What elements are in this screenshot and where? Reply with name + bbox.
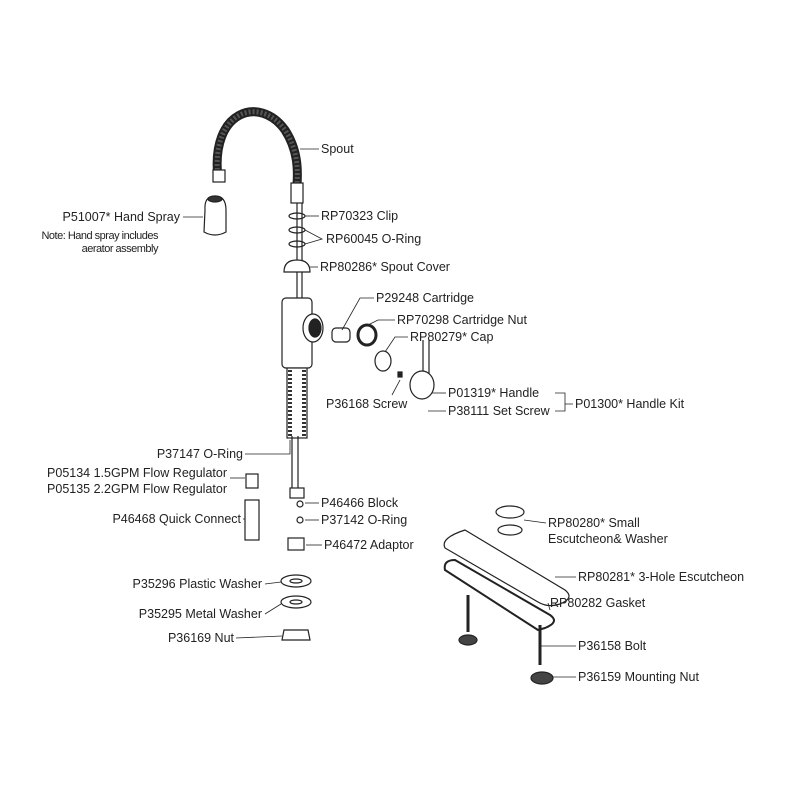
label-spout-cover: RP80286* Spout Cover [320,260,450,274]
label-cartridge-nut: RP70298 Cartridge Nut [397,313,527,327]
label-handle-kit: P01300* Handle Kit [575,397,685,411]
label-quick-connect: P46468 Quick Connect [112,512,241,526]
label-cap: RP80279* Cap [410,330,494,344]
spout-cover-shape [283,259,311,273]
note-line-2: aerator assembly [81,243,159,255]
note-line-1: Note: Hand spray includes [41,230,158,242]
label-block: P46466 Block [321,496,399,510]
label-block-oring: P37142 O-Ring [321,513,408,527]
label-plastic-washer: P35296 Plastic Washer [132,577,262,591]
label-set-screw: P38111 Set Screw [448,404,550,418]
label-flow-regulator-15: P05134 1.5GPM Flow Regulator [47,466,227,480]
label-escutcheon: RP80281* 3-Hole Escutcheon [578,570,745,584]
label-handle: P01319* Handle [448,386,540,400]
label-metal-washer: P35295 Metal Washer [138,607,262,621]
label-adaptor: P46472 Adaptor [324,538,414,552]
label-spout: Spout [321,142,354,156]
label-gasket: RP80282 Gasket [550,596,646,610]
label-spout-oring: RP60045 O-Ring [326,232,422,246]
label-small-escutcheon-2: Escutcheon& Washer [548,532,668,546]
label-nut: P36169 Nut [167,631,234,645]
label-hose-oring: P37147 O-Ring [156,447,243,461]
label-screw: P36168 Screw [326,397,408,411]
label-mounting-nut: P36159 Mounting Nut [578,670,699,684]
label-cartridge: P29248 Cartridge [376,291,474,305]
label-bolt: P36158 Bolt [578,639,647,653]
label-flow-regulator-22: P05135 2.2GPM Flow Regulator [47,482,227,496]
label-small-escutcheon: RP80280* Small [548,516,640,530]
label-hand-spray: P51007* Hand Spray [62,210,180,224]
label-clip: RP70323 Clip [321,209,399,223]
